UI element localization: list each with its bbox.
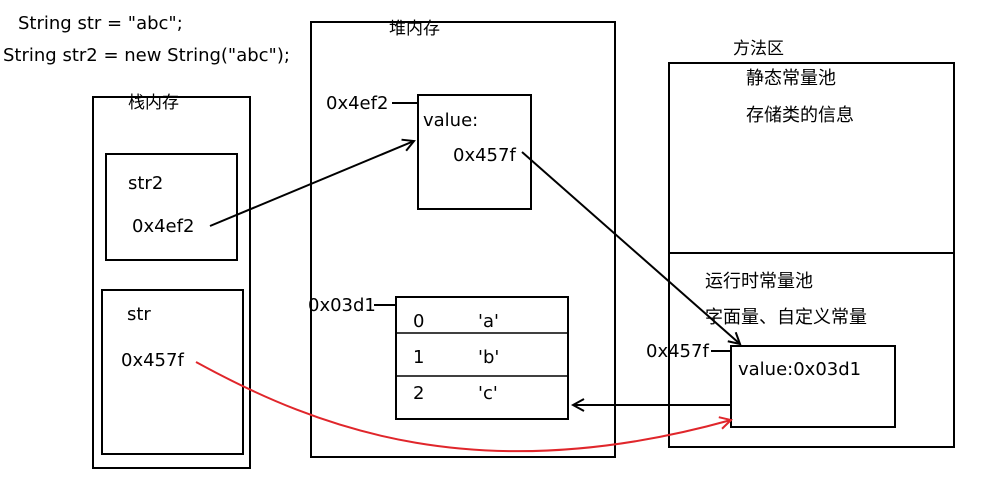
arrow-str2-to-heap-object <box>209 141 414 227</box>
char-array-index: 1 <box>413 347 424 368</box>
char-array-char: 'c' <box>478 383 498 404</box>
method-area-title: 方法区 <box>733 39 784 59</box>
code-line-2: String str2 = new String("abc"); <box>3 45 290 66</box>
heap-string-object-box <box>417 94 532 210</box>
stack-var-str2-name: str2 <box>128 173 163 194</box>
heap-object-field: value: <box>423 110 478 131</box>
runtime-pool-title: 运行时常量池 <box>705 271 813 292</box>
stack-memory-box <box>92 96 251 469</box>
char-array-char: 'b' <box>478 347 499 368</box>
pool-string-object-box <box>730 345 896 428</box>
heap-array-address: 0x03d1 <box>308 295 376 316</box>
runtime-pool-desc: 字面量、自定义常量 <box>705 307 867 328</box>
method-area-box <box>668 62 955 448</box>
stack-var-str-box <box>101 289 244 455</box>
stack-var-str2-box <box>105 153 238 261</box>
char-array-index: 2 <box>413 383 424 404</box>
static-pool-desc: 存储类的信息 <box>746 105 854 126</box>
stack-memory-title: 栈内存 <box>128 93 179 113</box>
heap-memory-box <box>310 21 616 458</box>
pool-string-address: 0x457f <box>646 341 709 362</box>
pool-string-value: value:0x03d1 <box>738 359 861 380</box>
arrow-heap-object-to-pool-string <box>521 151 740 344</box>
char-array-box <box>395 296 569 420</box>
char-array: 0 'a' 1 'b' 2 'c' <box>395 296 569 420</box>
heap-object-value: 0x457f <box>453 145 516 166</box>
heap-memory-title: 堆内存 <box>389 19 440 39</box>
stack-var-str2-value: 0x4ef2 <box>132 216 194 237</box>
char-array-char: 'a' <box>478 311 499 332</box>
heap-object-address: 0x4ef2 <box>326 93 388 114</box>
stack-var-str-value: 0x457f <box>121 350 184 371</box>
static-pool-title: 静态常量池 <box>746 68 836 89</box>
code-line-1: String str = "abc"; <box>18 13 183 34</box>
stack-var-str-name: str <box>127 304 151 325</box>
char-array-index: 0 <box>413 311 424 332</box>
arrow-str-to-pool-string <box>195 361 731 453</box>
